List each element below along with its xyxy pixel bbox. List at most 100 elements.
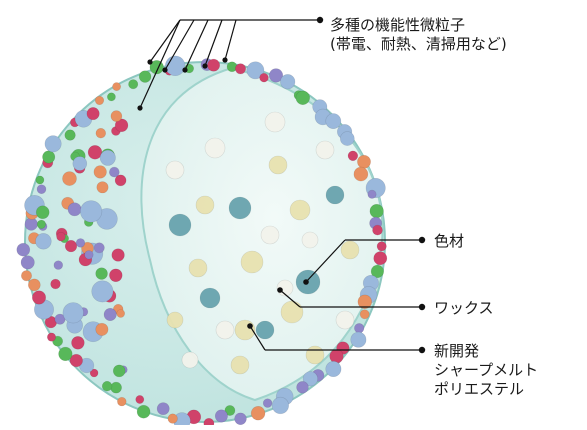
leader-end-colorant-label [419,237,425,243]
additive-particle [94,166,107,179]
additive-particle [297,381,309,393]
additive-particle [21,256,34,269]
leader-end-particle [222,57,227,62]
additive-particle [32,291,45,304]
additive-particle [326,361,341,376]
additive-particle [157,403,169,415]
additive-particle [36,206,49,219]
additive-particle [104,308,116,320]
additive-particle [65,240,77,252]
resin-particle [341,241,359,259]
label-functional-particles-title: 多種の機能性微粒子 [330,16,507,35]
additive-particle [80,201,102,223]
additive-particle [111,111,122,122]
additive-particle [360,310,369,319]
label-resin: 新開発 シャープメルト ポリエステル [434,342,538,399]
additive-particle [57,232,66,241]
label-resin-line1: 新開発 [434,342,538,361]
colorant-particle [256,321,274,339]
additive-particle [136,395,144,403]
leader-end-resin [247,323,253,329]
wax-particle [261,226,279,244]
resin-particle [306,346,324,364]
additive-particle [370,204,384,218]
additive-particle [96,128,106,138]
wax-particle [166,161,184,179]
additive-particle [37,185,46,194]
colorant-particle [229,197,251,219]
additive-particle [109,269,122,282]
additive-particle [113,365,125,377]
additive-particle [54,261,63,270]
additive-particle [373,225,383,235]
wax-particle [205,138,225,158]
leader-end-particle [182,67,187,72]
additive-particle [296,91,310,105]
additive-particle [117,397,126,406]
resin-particle [189,259,207,277]
resin-particle [167,312,183,328]
label-functional-particles: 多種の機能性微粒子 (帯電、耐熱、清掃用など) [330,16,507,54]
additive-particle [215,410,227,422]
additive-particle [45,136,61,152]
additive-particle [235,413,247,425]
wax-particle [265,112,285,132]
resin-particle [196,196,214,214]
additive-particle [92,281,113,302]
resin-particle [231,356,249,374]
additive-particle [272,397,289,414]
additive-particle [96,268,108,280]
additive-particle [37,220,46,229]
resin-particle [281,301,303,323]
wax-particle [182,352,198,368]
resin-particle [269,156,287,174]
additive-particle [107,93,115,101]
colorant-particle [200,288,220,308]
leader-end-wax-label [419,304,425,310]
leader-end-resin-label [419,347,425,353]
additive-particle [354,167,368,181]
additive-particle [326,114,341,129]
additive-particle [280,74,295,89]
additive-particle [260,73,269,82]
additive-particle [165,56,185,76]
additive-particle [28,279,40,291]
additive-particle [43,151,55,163]
wax-particle [316,141,334,159]
additive-particle [68,203,81,216]
additive-particle [111,382,122,393]
label-wax: ワックス [434,299,494,318]
additive-particle [76,239,85,248]
additive-particle [95,96,104,105]
additive-particle [368,190,376,198]
additive-particle [94,243,104,253]
label-colorant: 色材 [434,232,464,251]
additive-particle [351,332,366,347]
additive-particle [112,249,125,262]
additive-particle [129,80,138,89]
additive-particle [96,323,108,335]
additive-particle [102,381,112,391]
additive-particle [36,176,44,184]
additive-particle [139,71,151,83]
resin-particle [290,200,310,220]
additive-particle [354,323,364,333]
additive-particle [168,414,178,424]
additive-particle [87,107,99,119]
leader-line-additive [225,20,236,60]
additive-particle [137,405,150,418]
additive-particle [85,251,94,260]
additive-particle [63,303,84,324]
wax-particle [336,311,354,329]
additive-particle [348,151,358,161]
additive-particle [109,167,119,177]
leader-end-colorant [303,279,309,285]
colorant-particle [326,186,344,204]
additive-particle [51,279,61,289]
additive-particle [47,333,55,341]
additive-particle [263,399,272,408]
additive-particle [65,130,76,141]
additive-particle [25,218,38,231]
additive-particle [59,347,73,361]
